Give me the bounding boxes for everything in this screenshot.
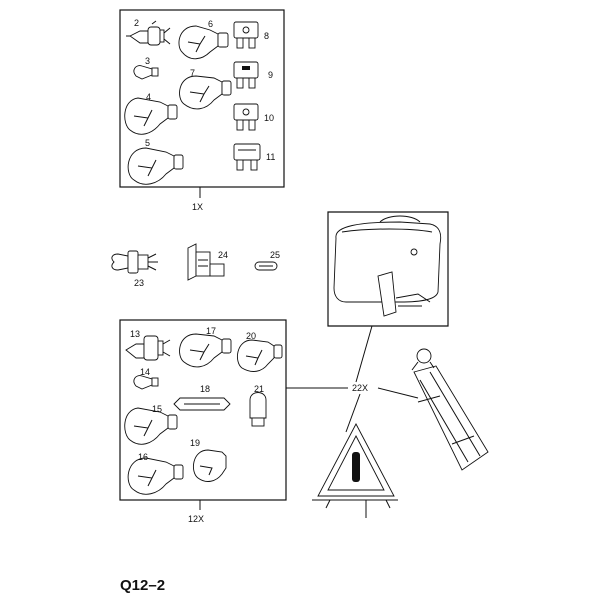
leader-bag (355, 325, 373, 383)
part-19-bayonet-bulb (192, 449, 227, 482)
part-2-halogen-bulb (126, 20, 171, 46)
leader-triangle (345, 393, 361, 433)
part-24-label: 24 (218, 250, 228, 260)
part-8-label: 8 (264, 31, 269, 41)
part-9-fuse (233, 61, 259, 89)
part-25-festoon-bulb (254, 261, 278, 271)
part-19-label: 19 (190, 438, 200, 448)
part-25-label: 25 (270, 250, 280, 260)
warning-triangle-icon (312, 423, 398, 518)
part-9-label: 9 (268, 70, 273, 80)
first-aid-bag-icon (333, 215, 442, 317)
part-20-bulb (236, 339, 283, 372)
part-13-halogen-bulb (125, 335, 171, 361)
part-16-label: 16 (138, 452, 148, 462)
part-23-label: 23 (134, 278, 144, 288)
leader-case (377, 387, 419, 399)
part-14-label: 14 (140, 367, 150, 377)
part-6-bulb (178, 25, 229, 60)
part-24-holder (187, 243, 225, 281)
part-4-label: 4 (146, 92, 151, 102)
part-13-label: 13 (130, 329, 140, 339)
part-3-wedge-bulb (133, 65, 159, 80)
quantity-bottom-box: 12X (188, 514, 204, 524)
triangle-case-icon (411, 348, 489, 471)
part-11-fuse (233, 143, 261, 171)
part-11-label: 11 (266, 152, 275, 162)
part-16-bulb (127, 457, 184, 495)
quantity-top-box: 1X (192, 202, 203, 212)
part-5-label: 5 (145, 138, 150, 148)
quantity-kit: 22X (352, 383, 368, 393)
part-17-label: 17 (206, 326, 216, 336)
part-15-label: 15 (152, 404, 162, 414)
part-14-wedge-bulb (133, 375, 159, 390)
part-10-fuse (233, 103, 259, 131)
diagram-reference-code: Q12–2 (120, 577, 165, 594)
part-7-label: 7 (190, 68, 195, 78)
part-7-bulb (179, 75, 232, 110)
part-10-label: 10 (264, 113, 274, 123)
part-4-bulb (124, 97, 178, 135)
part-21-bulb (249, 392, 267, 427)
part-18-festoon-bulb (173, 397, 231, 411)
part-18-label: 18 (200, 384, 210, 394)
part-17-bulb (179, 333, 232, 368)
part-20-label: 20 (246, 331, 256, 341)
part-8-fuse (233, 21, 259, 49)
part-3-label: 3 (145, 56, 150, 66)
part-15-bulb (124, 407, 178, 445)
part-2-label: 2 (134, 18, 139, 28)
part-5-bulb (127, 147, 184, 185)
part-23-h4-bulb (111, 250, 158, 274)
part-6-label: 6 (208, 19, 213, 29)
part-21-label: 21 (254, 384, 264, 394)
